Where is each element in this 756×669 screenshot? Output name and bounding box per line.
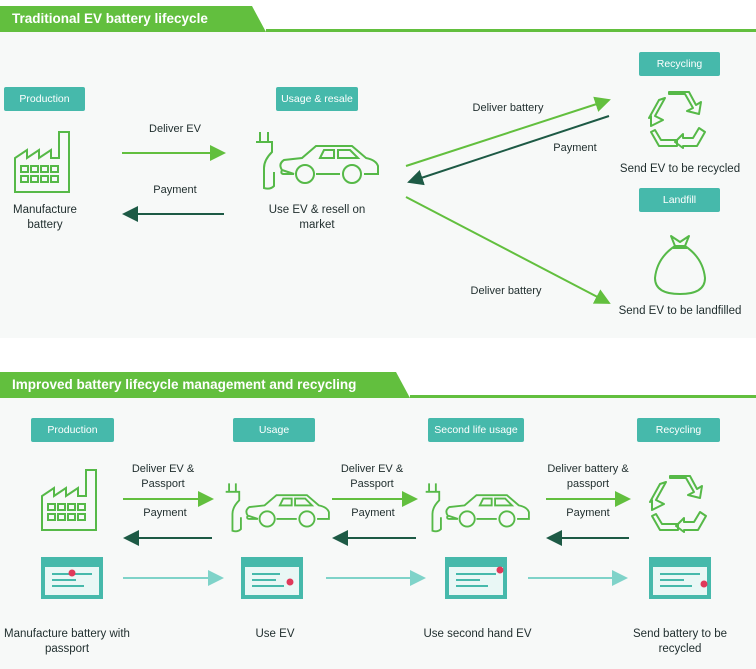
section1-title-rule [266, 29, 756, 32]
label-send-landfilled: Send EV to be landfilled [618, 305, 742, 317]
recycle-icon [648, 91, 706, 149]
arrow-deliver-battery-top [405, 96, 611, 167]
arrow-deliver-battery-bottom [405, 196, 611, 304]
label-deliver-ev-passport-1: Deliver EV & Passport [131, 463, 195, 490]
tag-recycling-2: Recycling [637, 418, 720, 442]
factory-icon [41, 469, 97, 531]
trash-bag-icon [654, 235, 706, 295]
tag-usage: Usage [233, 418, 315, 442]
arrow-payment-right [407, 115, 610, 186]
label-payment-3: Payment [566, 507, 610, 519]
section2-title: Improved battery lifecycle management an… [0, 372, 410, 398]
battery-passport-icon [241, 557, 303, 599]
label-send-battery-recycled: Send battery to be recycled [633, 628, 727, 655]
battery-passport-icon [445, 557, 507, 599]
label-deliver-ev: Deliver EV [149, 123, 201, 135]
recycle-icon [649, 475, 707, 533]
traditional-lifecycle-panel [0, 30, 756, 338]
label-deliver-ev-passport-2: Deliver EV & Passport [340, 463, 404, 490]
battery-passport-icon [649, 557, 711, 599]
label-deliver-battery-bottom: Deliver battery [470, 285, 542, 297]
section1-title: Traditional EV battery lifecycle [0, 6, 266, 32]
label-use-ev: Use EV [255, 628, 295, 640]
charging-car-icon [425, 483, 530, 533]
label-payment-2: Payment [351, 507, 395, 519]
tag-landfill: Landfill [639, 188, 720, 212]
factory-icon [14, 131, 70, 193]
charging-car-icon [256, 132, 379, 190]
label-deliver-battery-passport: Deliver battery & passport [547, 463, 629, 490]
tag-usage-resale: Usage & resale [276, 87, 358, 111]
label-manufacture-with-passport: Manufacture battery with passport [4, 628, 130, 655]
charging-car-icon [225, 483, 330, 533]
label-use-resell: Use EV & resell on market [268, 204, 366, 231]
label-use-second-hand: Use second hand EV [423, 628, 532, 640]
section2-title-rule [410, 395, 756, 398]
label-payment-1: Payment [143, 507, 187, 519]
tag-production: Production [4, 87, 85, 111]
label-payment-right: Payment [553, 142, 597, 154]
label-payment-left: Payment [153, 184, 197, 196]
label-manufacture-battery: Manufacture battery [13, 204, 77, 231]
label-send-recycled: Send EV to be recycled [619, 163, 741, 175]
battery-passport-icon [41, 557, 103, 599]
tag-recycling: Recycling [639, 52, 720, 76]
tag-second-life: Second life usage [428, 418, 524, 442]
label-deliver-battery-top: Deliver battery [472, 102, 544, 114]
tag-production-2: Production [31, 418, 114, 442]
